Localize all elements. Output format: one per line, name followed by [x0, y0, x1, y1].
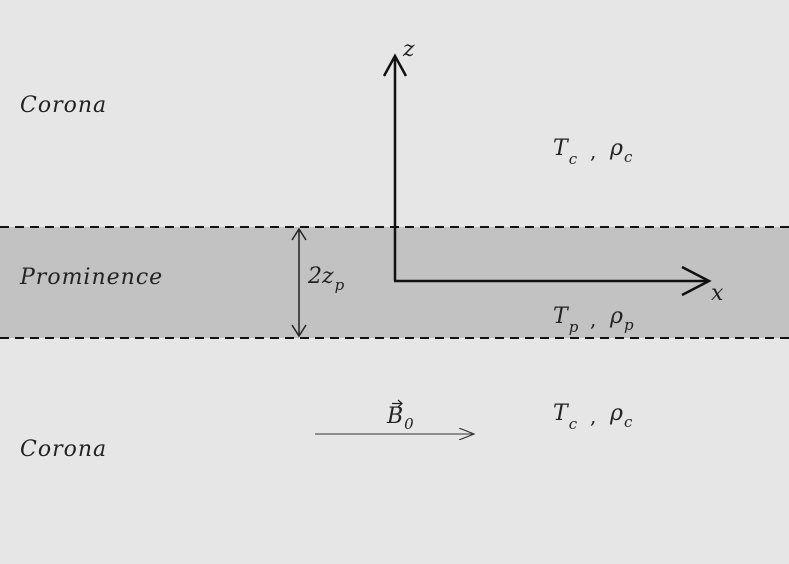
- x-axis-arrowhead-icon: [681, 265, 712, 297]
- z-axis-arrowhead-icon: [382, 53, 408, 77]
- thickness-arrow-top-icon: [291, 227, 307, 241]
- slab-thickness-label: 2zp: [307, 264, 345, 294]
- corona-bottom-density: ρc: [609, 401, 633, 431]
- prominence-temperature: Tp: [553, 304, 579, 336]
- corona-top-separator: ,: [590, 139, 596, 163]
- region-label-prominence: Prominence: [19, 265, 163, 290]
- b-field-label: B0: [386, 404, 414, 433]
- corona-bottom-separator: ,: [590, 404, 596, 428]
- corona-top-density: ρc: [609, 136, 633, 166]
- region-label-corona-bottom: Corona: [20, 437, 107, 462]
- prominence-density: ρp: [609, 304, 634, 334]
- thickness-arrow-bottom-icon: [291, 324, 307, 338]
- x-axis-label: x: [711, 281, 724, 306]
- corona-lower-region: [0, 338, 789, 564]
- corona-bottom-temperature: Tc: [553, 401, 578, 433]
- b-vector-accent-icon: [392, 399, 403, 408]
- z-axis-label: z: [402, 37, 415, 62]
- corona-top-temperature: Tc: [553, 136, 578, 168]
- region-label-corona-top: Corona: [20, 93, 107, 118]
- prominence-separator: ,: [590, 307, 596, 331]
